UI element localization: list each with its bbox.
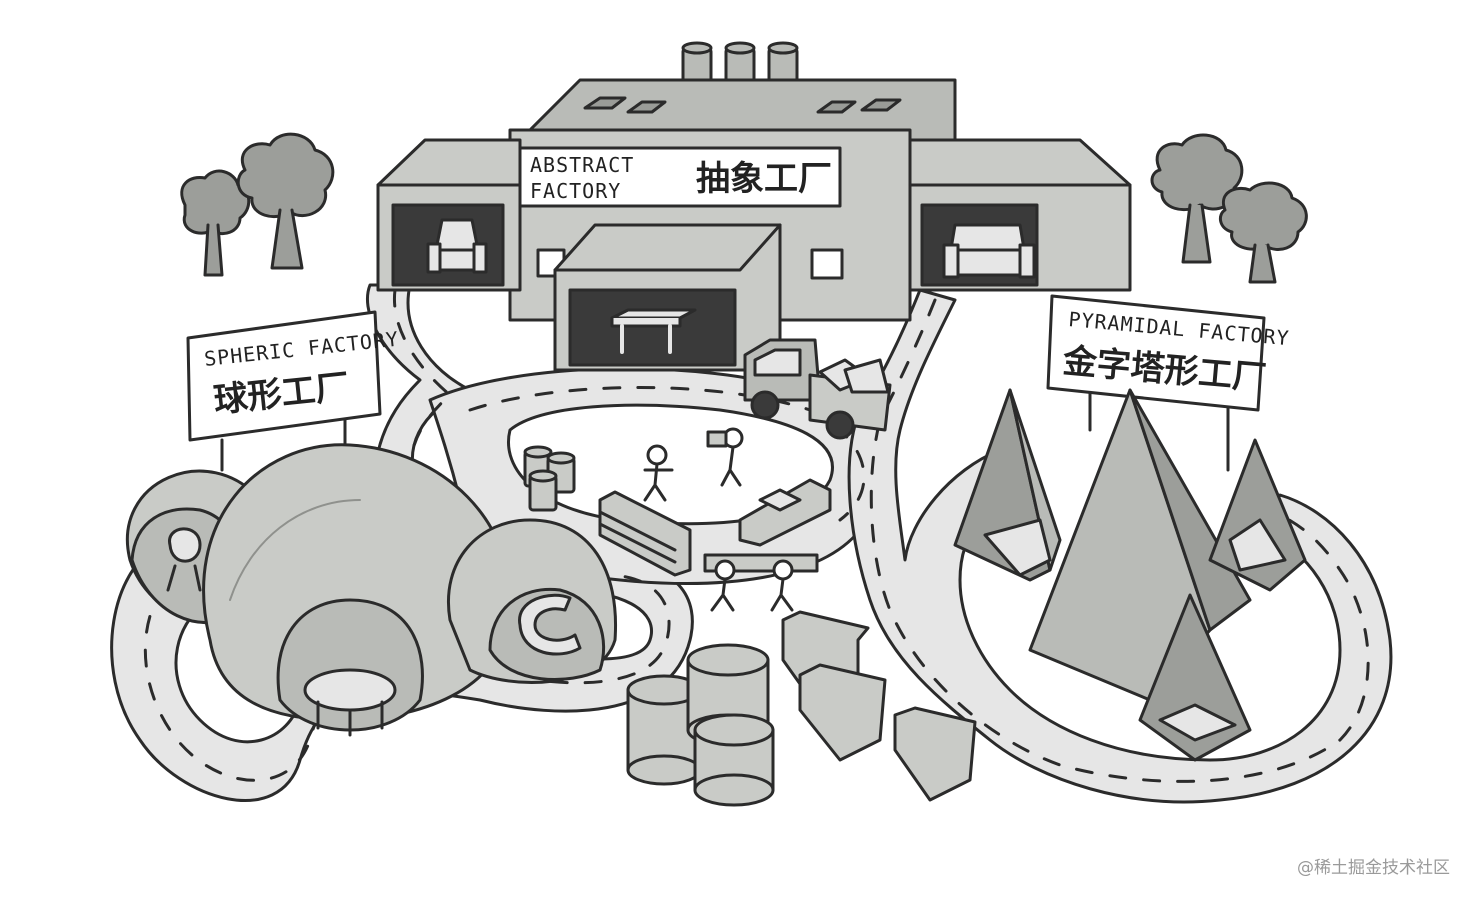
table-front — [610, 308, 697, 354]
pyramidal-factory-sign — [1046, 294, 1266, 472]
disc-stacks — [626, 643, 775, 807]
triangle-sofa — [983, 518, 1052, 577]
watermark-text: @稀土掘金技术社区 — [1297, 858, 1450, 878]
trees-right — [1150, 133, 1308, 284]
workers — [643, 427, 819, 612]
truck — [743, 338, 892, 440]
spheric-factory-sign — [186, 310, 382, 472]
abstract-sign-cjk: 抽象工厂 — [696, 159, 832, 199]
egg-chair — [166, 527, 202, 592]
log-stack — [598, 490, 692, 577]
trees-left — [180, 132, 335, 277]
road-dashes — [143, 288, 1370, 783]
abstract-sign-latin-line1: ABSTRACT — [530, 153, 634, 177]
abstract-factory-sign — [518, 146, 842, 208]
barrels — [523, 445, 576, 512]
sofa-right — [942, 223, 1036, 279]
curved-sofa — [518, 593, 582, 656]
abstract-sign-latin-line2: FACTORY — [530, 179, 621, 203]
armchair-left — [426, 218, 488, 274]
round-table — [303, 668, 397, 737]
brick-stack — [738, 478, 832, 547]
pyramids — [953, 388, 1307, 762]
wedge-stacks — [781, 610, 977, 802]
spheric-domes — [126, 443, 618, 737]
